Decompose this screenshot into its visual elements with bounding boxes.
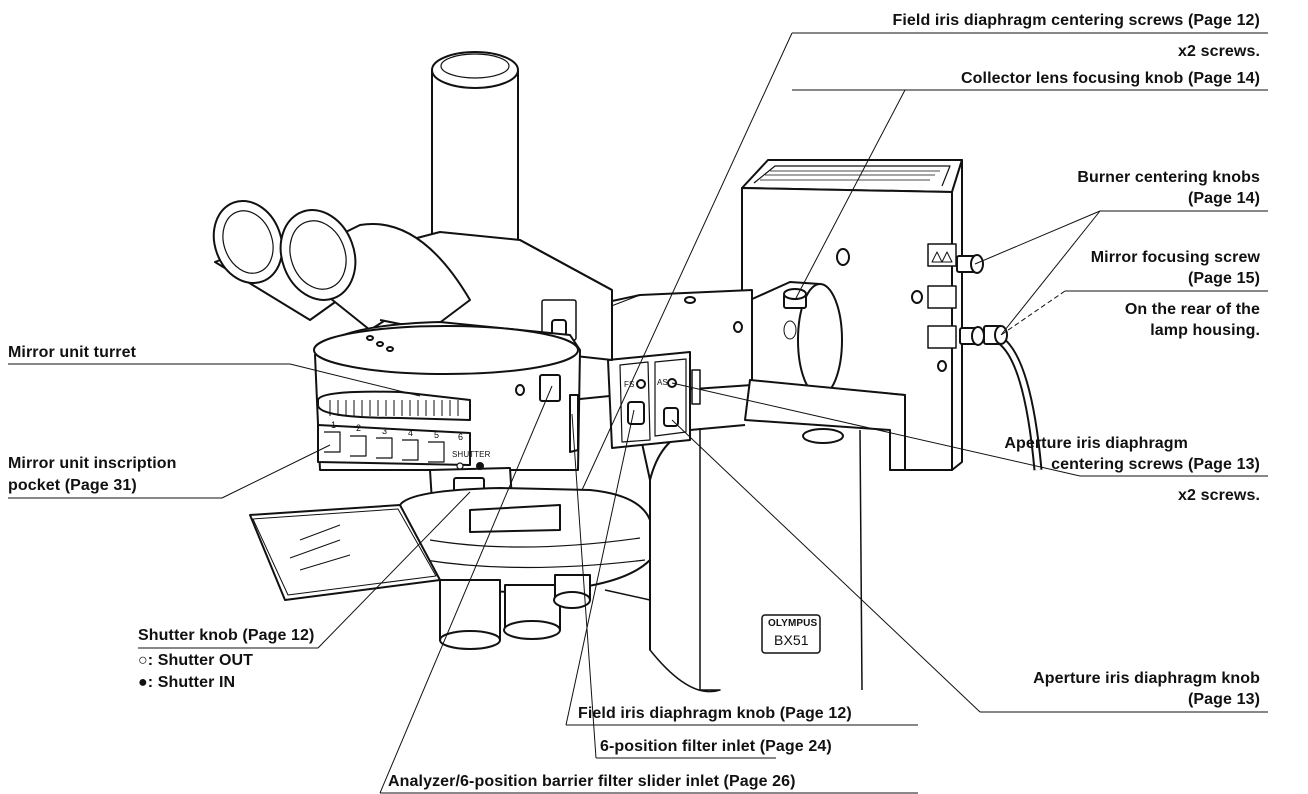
turret-number-4: 4: [408, 428, 414, 438]
leader-shutter: [317, 491, 471, 649]
leader-field-iris-centering: [581, 32, 793, 491]
label-mirror-focusing-1: Mirror focusing screw: [1090, 249, 1260, 266]
lamp-housing: [741, 159, 963, 471]
label-field-iris-centering-note: x2 screws.: [1178, 43, 1260, 60]
turret-number-2: 2: [356, 423, 362, 433]
mirror-unit-turret-dial: [317, 390, 471, 421]
label-field-iris-knob: Field iris diaphragm knob (Page 12): [578, 705, 852, 722]
label-aperture-knob-2: (Page 13): [1187, 691, 1260, 708]
leader-turret: [289, 363, 421, 397]
as-label: AS: [657, 378, 668, 387]
label-aperture-centering-1: Aperture iris diaphragm: [1004, 435, 1188, 452]
fs-as-control-panel: [607, 351, 701, 449]
objective-lenses: [439, 574, 591, 650]
label-aperture-centering-2: centering screws (Page 13): [1051, 456, 1260, 473]
label-collector-lens: Collector lens focusing knob (Page 14): [961, 70, 1260, 87]
turret-number-5: 5: [434, 430, 440, 440]
turret-number-6: 6: [458, 432, 464, 442]
label-shutter-out: ○: Shutter OUT: [138, 652, 254, 669]
label-mirror-focusing-2: (Page 15): [1187, 270, 1260, 287]
turret-number-1: 1: [331, 420, 337, 430]
leader-aperture-knob: [671, 419, 981, 713]
fs-knob-icon: [627, 401, 645, 425]
leader-mirror-focus: [1000, 290, 1066, 336]
label-field-iris-centering: Field iris diaphragm centering screws (P…: [892, 12, 1260, 29]
turret-number-3: 3: [382, 426, 388, 436]
brand-text: OLYMPUS: [768, 618, 818, 629]
mirror-slider-glass: [249, 504, 441, 601]
fs-label: FS: [624, 380, 635, 389]
label-mirror-focusing-note-1: On the rear of the: [1124, 301, 1260, 318]
mirror-inscription-pocket: [317, 424, 471, 466]
label-shutter-in: ●: Shutter IN: [138, 674, 236, 691]
leader-burner-2: [1000, 210, 1101, 336]
label-burner-centering-2: (Page 14): [1187, 190, 1260, 207]
leader-lines: [8, 32, 1268, 794]
model-text: BX51: [774, 632, 809, 648]
label-mirror-turret: Mirror unit turret: [8, 344, 137, 361]
label-mirror-pocket-1: Mirror unit inscription: [8, 455, 177, 472]
leader-analyzer: [379, 385, 553, 794]
label-analyzer-inlet: Analyzer/6-position barrier filter slide…: [388, 773, 796, 790]
label-burner-centering-1: Burner centering knobs: [1077, 169, 1260, 186]
leader-collector: [794, 89, 906, 301]
label-aperture-centering-note: x2 screws.: [1178, 487, 1260, 504]
head-prism-body: [359, 223, 471, 331]
mirror-focusing-knob-icon: [983, 325, 1008, 345]
label-mirror-pocket-2: pocket (Page 31): [8, 477, 137, 494]
leader-burner-1: [974, 210, 1101, 265]
leader-pocket: [221, 444, 331, 499]
camera-port-tube: [431, 51, 519, 272]
label-aperture-knob-1: Aperture iris diaphragm knob: [1033, 670, 1260, 687]
label-filter-inlet: 6-position filter inlet (Page 24): [600, 738, 832, 755]
as-knob-icon: [663, 407, 679, 427]
burner-centering-knob-icon: [956, 254, 985, 346]
illuminator-arm: [569, 289, 906, 691]
leader-filter-inlet: [571, 413, 597, 759]
model-badge: [761, 614, 821, 654]
collector-lens-cylinder: [749, 281, 843, 397]
shutter-housing-label: SHUTTER: [452, 450, 491, 459]
label-mirror-focusing-note-2: lamp housing.: [1150, 322, 1260, 339]
frame-base: [604, 589, 821, 693]
leader-aperture-centering: [671, 382, 1081, 477]
leader-field-iris-knob: [565, 409, 635, 726]
label-shutter-knob: Shutter knob (Page 12): [138, 627, 315, 644]
